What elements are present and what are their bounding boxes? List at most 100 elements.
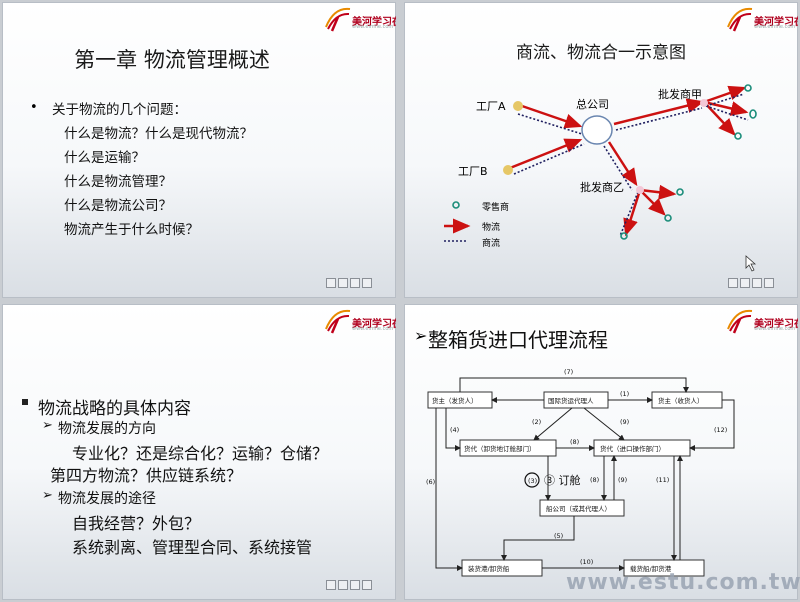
handwritten-note: ③ 订舱 — [544, 473, 581, 487]
prev-slide-icon[interactable] — [326, 580, 336, 590]
brand-name: 美河学习在线 — [352, 319, 396, 330]
menu-icon[interactable] — [338, 278, 348, 288]
logistics-flows — [509, 85, 749, 237]
bullet-point: • — [30, 100, 38, 115]
step-label: (8) — [590, 476, 599, 484]
brand-name: 美河学习在线 — [754, 319, 798, 330]
list-item: 什么是运输？ — [64, 150, 145, 166]
bullet-square-icon — [22, 399, 28, 405]
brand-url: www.eimhe.com — [352, 326, 394, 332]
label-wholesaler-a: 批发商甲 — [658, 88, 702, 101]
legend-commerce: 商流 — [482, 239, 501, 249]
brand-swirl-icon — [325, 309, 351, 334]
list-item: 关于物流的几个问题： — [52, 102, 187, 118]
label-hq: 总公司 — [576, 98, 609, 111]
wholesaler-b-node — [636, 186, 644, 194]
brand-name: 美河学习在线 — [352, 17, 396, 28]
retailer-nodes — [620, 84, 757, 240]
pen-icon[interactable] — [752, 278, 762, 288]
step-label: (2) — [532, 418, 541, 426]
menu-icon[interactable] — [740, 278, 750, 288]
brand-swirl-icon — [727, 7, 753, 32]
step-label: (5) — [554, 532, 563, 540]
arrow-bullet-icon: ➢ — [414, 326, 428, 345]
step-label: (10) — [580, 558, 593, 566]
content-line: 自我经营？外包？ — [72, 514, 201, 533]
slide-nav-controls[interactable] — [326, 580, 372, 592]
pen-icon[interactable] — [350, 278, 360, 288]
next-slide-icon[interactable] — [764, 278, 774, 288]
list-item: 物流产生于什么时候？ — [64, 222, 199, 238]
box-consignee: 货主（收货人） — [658, 396, 704, 405]
brand-url: www.eimhe.com — [754, 326, 796, 332]
step-label: (6) — [426, 478, 435, 486]
slide-nav-controls[interactable] — [728, 278, 774, 290]
content-line: 第四方物流？供应链系统？ — [50, 466, 243, 485]
slide-3[interactable]: 美河学习在线 www.eimhe.com 物流战略的具体内容 ➢ 物流发展的方向… — [2, 304, 396, 600]
step-label: (8) — [570, 438, 579, 446]
arrow-bullet-icon: ➢ — [42, 418, 53, 433]
step-label: (7) — [564, 368, 573, 376]
flow-title: 整箱货进口代理流程 — [428, 328, 608, 352]
arrow-bullet-icon: ➢ — [42, 488, 53, 503]
slide-4[interactable]: 美河学习在线 www.eimhe.com ➢ 整箱货进口代理流程 — [404, 304, 798, 600]
commerce-flows — [513, 93, 749, 237]
legend-retailer-icon — [452, 201, 460, 209]
legend-retailer: 零售商 — [482, 203, 510, 213]
import-flow-diagram: 货主（发货人） 国际货运代理人 货主（收货人） 货代（卸货地订舱部门） 货代（进… — [426, 368, 735, 577]
next-slide-icon[interactable] — [362, 580, 372, 590]
brand-url: www.eimhe.com — [352, 24, 394, 30]
list-item: 什么是物流管理？ — [64, 174, 172, 190]
legend-logistics: 物流 — [482, 223, 501, 233]
factory-b-node — [503, 165, 513, 175]
label-factory-b: 工厂B — [458, 165, 488, 178]
step-label: (11) — [656, 476, 669, 484]
box-shipping-co: 船公司（或其代理人） — [546, 504, 611, 513]
slide-1[interactable]: 美河学习在线 www.eimhe.com 第一章 物流管理概述 • 关于物流的几… — [2, 2, 396, 298]
brand-url: www.eimhe.com — [754, 24, 796, 30]
step-label: (9) — [618, 476, 627, 484]
step-label: (1) — [620, 390, 629, 398]
flow-boxes — [427, 391, 723, 577]
prev-slide-icon[interactable] — [728, 278, 738, 288]
flow-arrows — [435, 377, 735, 571]
question-list: 关于物流的几个问题： 什么是物流？什么是现代物流？ 什么是运输？ 什么是物流管理… — [52, 98, 253, 242]
wholesaler-a-node — [700, 99, 708, 107]
box-agent-import: 货代（进口操作部门） — [600, 444, 665, 453]
content-line: 系统剥离、管理型合同、系统接管 — [72, 538, 313, 557]
factory-a-node — [513, 101, 523, 111]
box-discharge-port: 载货船/卸货港 — [630, 564, 672, 573]
slide-nav-controls[interactable] — [326, 278, 372, 290]
page-title: 第一章 物流管理概述 — [74, 48, 270, 72]
brand-logo: 美河学习在线 www.eimhe.com — [322, 5, 396, 33]
commerce-logistics-diagram — [444, 84, 757, 272]
diagram-title: 商流、物流合一示意图 — [516, 43, 686, 63]
box-shipper: 货主（发货人） — [432, 396, 478, 405]
prev-slide-icon[interactable] — [326, 278, 336, 288]
brand-logo: 美河学习在线 www.eimhe.com — [322, 307, 396, 335]
step-label: (4) — [450, 426, 459, 434]
label-factory-a: 工厂A — [476, 100, 506, 113]
sub-heading: 物流发展的途径 — [58, 491, 156, 507]
box-agent-export: 货代（卸货地订舱部门） — [464, 444, 536, 453]
box-load-port: 装货港/卸货船 — [468, 564, 510, 573]
sub-heading: 物流发展的方向 — [58, 421, 156, 437]
brand-logo: 美河学习在线 www.eimhe.com — [724, 5, 798, 33]
list-item: 什么是物流公司？ — [64, 198, 172, 214]
site-watermark: www.estu.com.tw — [566, 570, 800, 595]
step-label: (9) — [620, 418, 629, 426]
brand-name: 美河学习在线 — [754, 17, 798, 28]
section-heading: 物流战略的具体内容 — [38, 399, 191, 419]
next-slide-icon[interactable] — [362, 278, 372, 288]
brand-logo: 美河学习在线 www.eimhe.com — [724, 307, 798, 335]
box-forwarder: 国际货运代理人 — [548, 396, 594, 405]
step-label: (12) — [714, 426, 727, 434]
slide-2[interactable]: 美河学习在线 www.eimhe.com 商流、物流合一示意图 — [404, 2, 798, 298]
pen-icon[interactable] — [350, 580, 360, 590]
brand-swirl-icon — [727, 309, 753, 334]
step-label: (3) — [528, 477, 537, 485]
content-line: 专业化？还是综合化？运输？仓储？ — [72, 444, 329, 463]
handwritten-annotation — [524, 472, 540, 488]
brand-swirl-icon — [325, 7, 351, 32]
menu-icon[interactable] — [338, 580, 348, 590]
